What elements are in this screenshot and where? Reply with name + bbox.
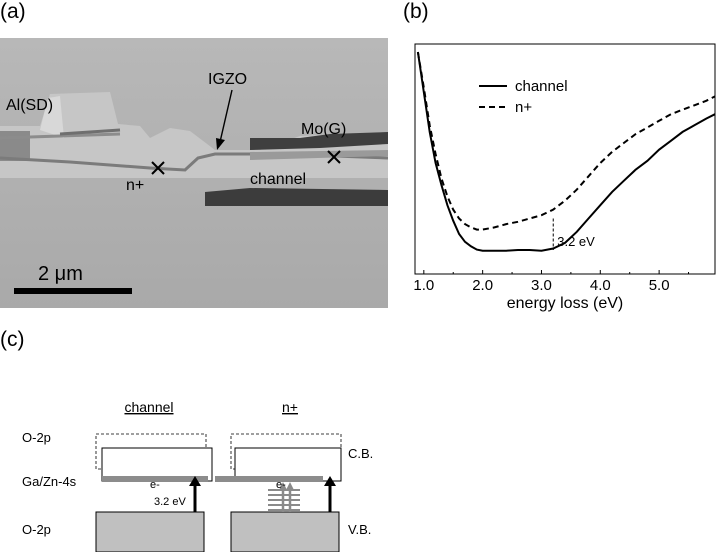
header-n-plus: n+	[282, 399, 298, 415]
n-plus-vb-box	[230, 511, 340, 552]
x-axis-ticks: 1.0 2.0 3.0 4.0 5.0	[413, 270, 690, 294]
tem-al-block	[0, 131, 30, 161]
x-tick-label: 2.0	[472, 277, 493, 294]
label-channel: channel	[250, 171, 306, 188]
scale-bar-label: 2 μm	[38, 263, 83, 285]
channel-arrow-head	[189, 476, 201, 486]
n-plus-marker	[151, 161, 165, 175]
tem-mo-gate	[250, 132, 388, 150]
annotation-label: 3.2 eV	[557, 234, 595, 249]
tem-stripe	[0, 132, 121, 140]
label-al-sd: Al(SD)	[6, 97, 53, 114]
x-axis-label: energy loss (eV)	[507, 295, 624, 312]
label-ga-zn-4s: Ga/Zn-4s	[22, 474, 77, 489]
series-group	[416, 51, 716, 252]
panel-label-b: (b)	[403, 0, 429, 23]
legend-label-n-plus: n+	[515, 99, 532, 116]
header-channel: channel	[124, 399, 173, 415]
label-o2p-bottom: O-2p	[22, 522, 51, 537]
x-tick-label: 4.0	[590, 277, 611, 294]
band-diagram: channel n+ O-2p Ga/Zn-4s O-2p C.B. V.B. …	[22, 399, 373, 552]
label-n-plus: n+	[126, 177, 144, 194]
channel-electron-label: e-	[150, 479, 160, 491]
eels-chart: 1.0 2.0 3.0 4.0 5.0 3.2 eV channel n+ energy…	[413, 43, 716, 312]
x-tick-label: 5.0	[649, 277, 670, 294]
n-plus-ga-zn-band	[215, 476, 323, 482]
channel-marker	[327, 150, 341, 164]
tem-image: Al(SD) IGZO Mo(G) n+ channel 2 μm	[0, 38, 388, 308]
panel-label-a: (a)	[0, 0, 26, 23]
n-plus-arrow-head	[324, 476, 336, 486]
n-plus-cb-box	[234, 447, 342, 482]
channel-ga-zn-band	[102, 476, 208, 482]
tem-gate-interface	[250, 150, 388, 160]
label-vb: V.B.	[348, 522, 371, 537]
label-mo-g: Mo(G)	[301, 121, 346, 138]
chart-frame	[414, 43, 716, 275]
scale-bar	[14, 288, 132, 294]
tem-stripe	[59, 128, 121, 136]
legend-label-channel: channel	[515, 78, 568, 95]
gap-label: 3.2 eV	[154, 496, 186, 508]
gray-arrows	[279, 482, 294, 512]
igzo-arrow	[219, 89, 233, 143]
tem-channel-layer	[205, 188, 388, 206]
panel-label-c: (c)	[0, 328, 25, 351]
x-tick-label: 3.0	[531, 277, 552, 294]
series-line-channel	[416, 51, 716, 252]
label-cb: C.B.	[348, 446, 373, 461]
channel-cb-box	[101, 447, 213, 482]
tem-al-bright	[40, 96, 64, 138]
series-line-n-plus	[416, 51, 716, 231]
n-plus-electron-label: e-	[276, 479, 286, 491]
label-o2p-top: O-2p	[22, 430, 51, 445]
tem-substrate	[0, 180, 388, 186]
label-igzo: IGZO	[208, 71, 247, 88]
igzo-arrow-head	[216, 138, 225, 150]
channel-vb-box	[95, 511, 205, 552]
x-tick-label: 1.0	[413, 277, 434, 294]
